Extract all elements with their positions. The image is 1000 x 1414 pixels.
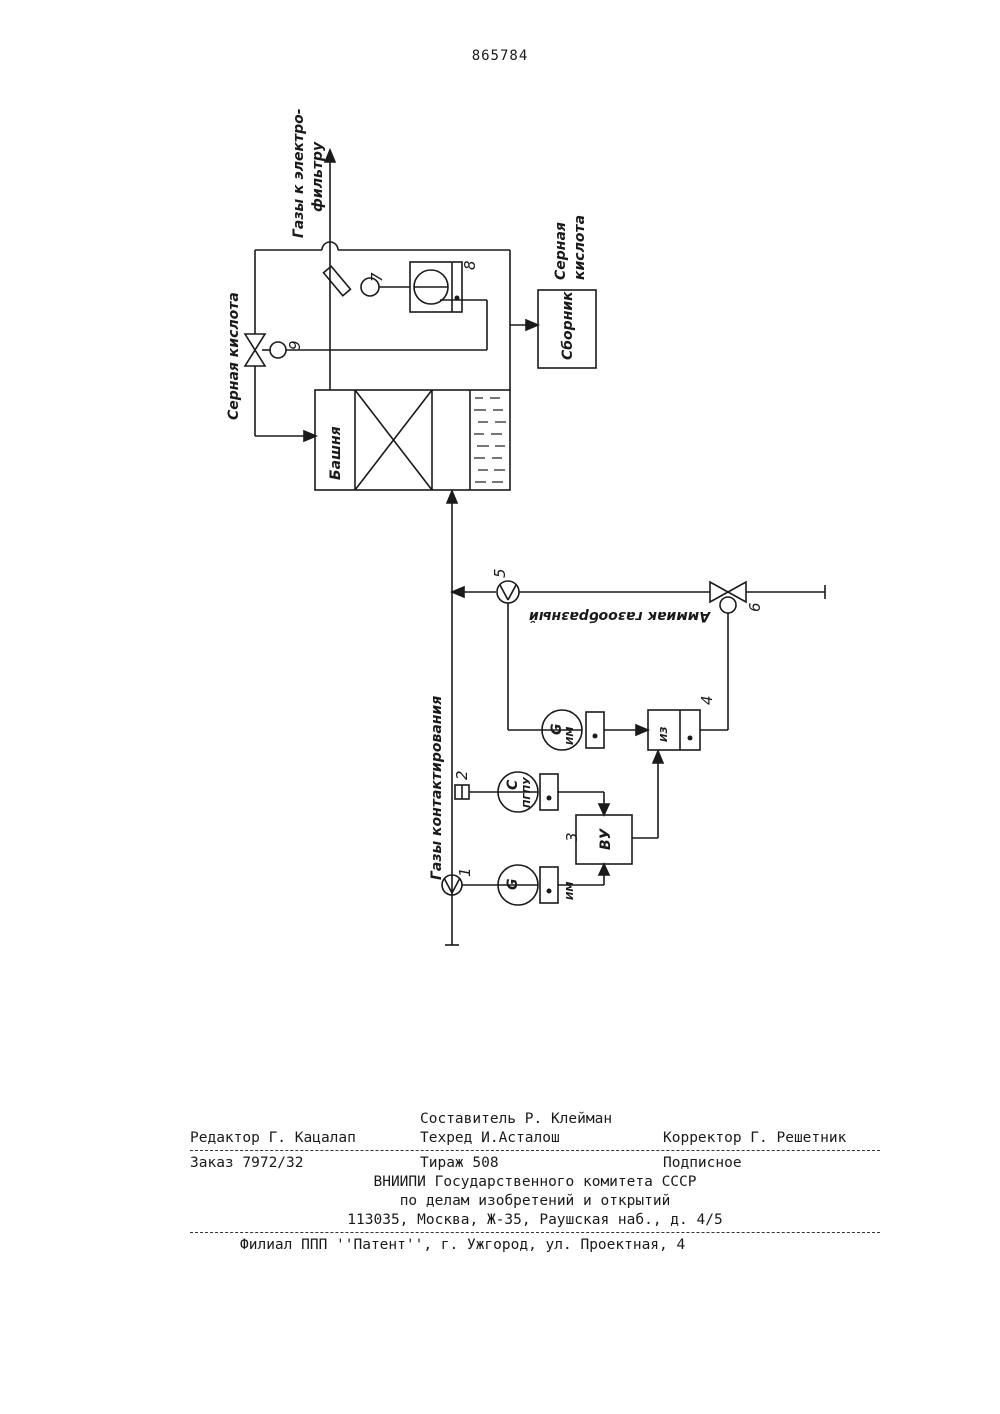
subscription: Подписное xyxy=(663,1154,742,1173)
instrument-g-top-box xyxy=(586,712,604,748)
label-sulfuric-acid-right-2: кислота xyxy=(572,215,588,280)
label-im-top: ИМ xyxy=(565,727,576,745)
compiler: Составитель Р. Клейман xyxy=(420,1110,612,1129)
valve-9-upper xyxy=(245,334,265,350)
c-to-vu-arrow xyxy=(599,804,609,815)
flowmeter-1-mark xyxy=(444,878,452,893)
number-2: 2 xyxy=(453,770,471,780)
valve-9-lower xyxy=(245,350,265,366)
ammonia-arrow xyxy=(452,587,464,597)
label-g-top: G xyxy=(549,724,565,736)
gas-outlet-arrow xyxy=(325,150,335,162)
label-gases-to-filter-2: фильтру xyxy=(310,141,326,212)
number-3: 3 xyxy=(563,832,581,842)
label-pgpu: ПГПУ xyxy=(522,776,533,808)
label-im-bottom: ИМ xyxy=(565,882,576,900)
g-bottom-to-vu-arrow xyxy=(599,864,609,875)
number-5: 5 xyxy=(491,568,509,578)
number-8: 8 xyxy=(461,260,479,270)
number-7: 7 xyxy=(368,272,386,282)
label-tower: Башня xyxy=(328,426,344,480)
label-sulfuric-acid-right-1: Серная xyxy=(553,222,569,280)
valve-6-left xyxy=(710,582,728,602)
org-line-1: ВНИИПИ Государственного комитета СССР xyxy=(190,1173,880,1192)
order: Заказ 7972/32 xyxy=(190,1154,304,1173)
editor: Редактор Г. Кацалап xyxy=(190,1129,356,1148)
branch: Филиал ППП ''Патент'', г. Ужгород, ул. П… xyxy=(240,1236,685,1255)
number-1: 1 xyxy=(456,867,474,877)
instrument-g-bottom-box xyxy=(540,867,558,903)
tower-box xyxy=(315,390,510,490)
corrector: Корректор Г. Решетник xyxy=(663,1129,846,1148)
label-iz: ИЗ xyxy=(659,727,670,742)
number-9: 9 xyxy=(286,340,304,350)
flowmeter-5-mark-2 xyxy=(508,585,516,600)
techred: Техред И.Асталош xyxy=(420,1129,560,1148)
device-4 xyxy=(648,710,700,750)
vu-to-device4-arrow xyxy=(653,751,663,763)
g-top-to-iz-arrow xyxy=(636,725,648,735)
number-4: 4 xyxy=(698,695,716,705)
address: 113035, Москва, Ж-35, Раушская наб., д. … xyxy=(190,1211,880,1230)
label-contact-gases: Газы контактирования xyxy=(429,696,445,880)
label-g-bottom: G xyxy=(505,879,521,891)
process-diagram: Газы к электро- фильтру Серная кислота С… xyxy=(0,0,1000,1100)
org-line-2: по делам изобретений и открытий xyxy=(190,1192,880,1211)
flowmeter-5-mark xyxy=(500,585,508,600)
valve-6-right xyxy=(728,582,746,602)
label-collector: Сборник xyxy=(560,291,576,360)
colophon: Составитель Р. Клейман Редактор Г. Кацал… xyxy=(190,1110,880,1255)
label-gases-to-filter: Газы к электро- xyxy=(291,108,307,238)
liquid-hatch xyxy=(474,398,506,482)
circulation: Тираж 508 xyxy=(420,1154,499,1173)
label-vu: ВУ xyxy=(598,827,614,850)
label-ammonia: Аммиак газообразный xyxy=(529,608,711,624)
flowmeter-1-mark-2 xyxy=(452,878,460,893)
instrument-c-box xyxy=(540,774,558,810)
separator-2 xyxy=(190,1232,880,1233)
label-sulfuric-acid-left: Серная кислота xyxy=(226,292,242,420)
sensor-7-probe xyxy=(324,266,351,295)
label-c: C xyxy=(505,779,521,790)
instrument-dots xyxy=(455,296,693,894)
to-collector-arrow xyxy=(526,320,538,330)
contact-gas-arrow xyxy=(447,491,457,503)
valve-9-actuator xyxy=(270,342,286,358)
number-6: 6 xyxy=(746,602,764,612)
valve-6-actuator xyxy=(720,597,736,613)
separator-1 xyxy=(190,1150,880,1151)
